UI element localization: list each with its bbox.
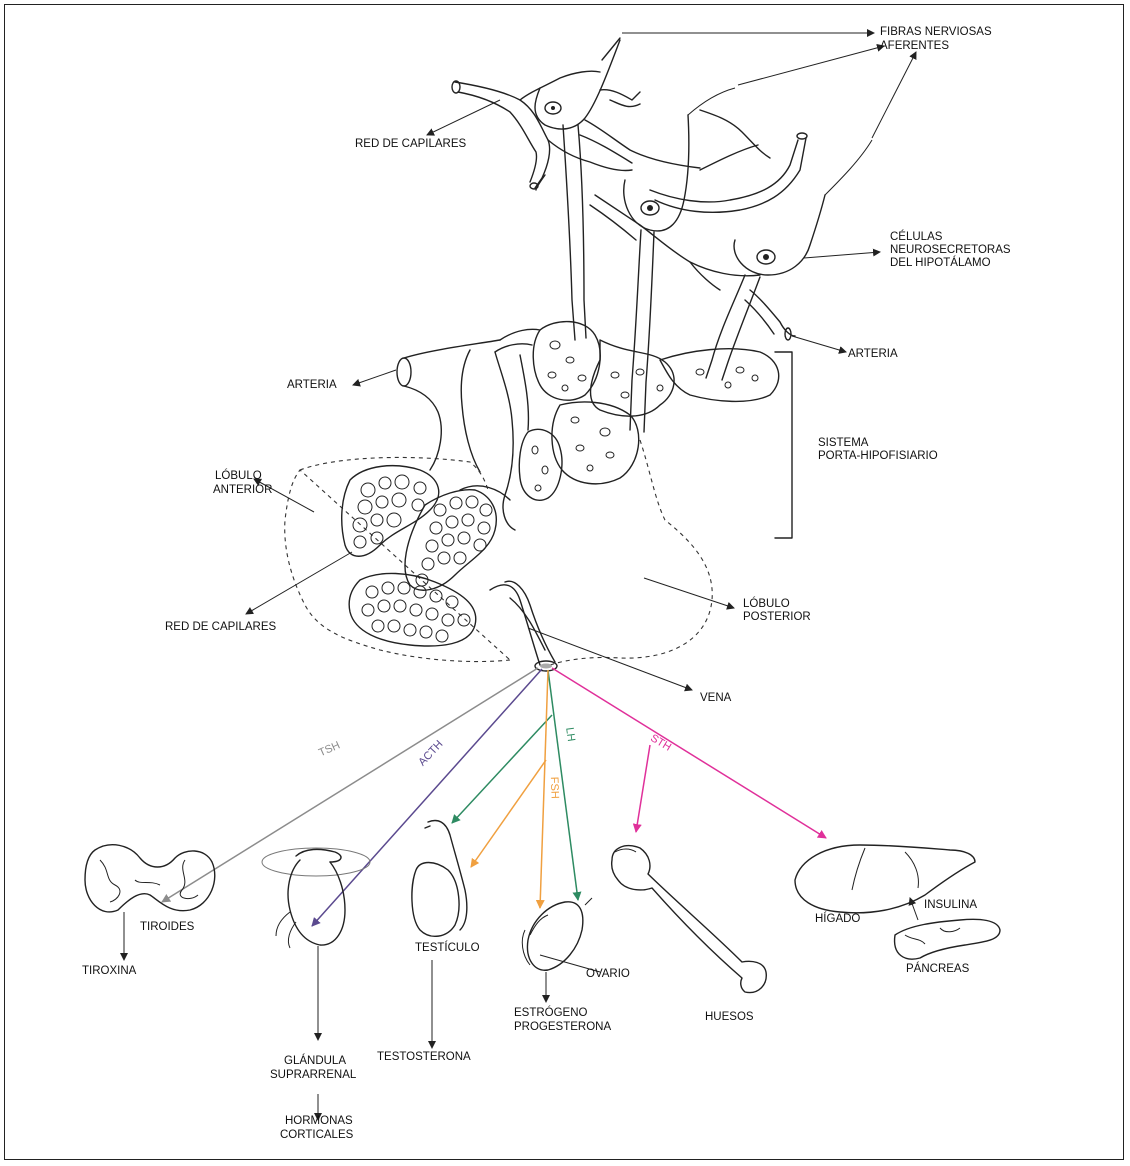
hypothalamus-capillary-network — [452, 71, 807, 340]
label-red-capilares-bottom: RED DE CAPILARES — [165, 621, 277, 633]
label-sistema-1: SISTEMA — [818, 437, 869, 449]
label-celulas-3: DEL HIPOTÁLAMO — [890, 256, 991, 269]
fsh-branch-arrow — [471, 760, 546, 867]
label-glandula-1: GLÁNDULA — [284, 1054, 346, 1067]
label-testiculo: TESTÍCULO — [415, 941, 480, 954]
label-lobulo-anterior-1: LÓBULO — [215, 469, 262, 482]
label-hormonas-2: CORTICALES — [280, 1129, 354, 1141]
portal-system-bracket — [775, 352, 792, 538]
left-artery-vessel — [397, 340, 528, 530]
label-estrogeno-2: PROGESTERONA — [514, 1021, 611, 1033]
tsh-label: TSH — [317, 739, 342, 759]
lh-branch-arrow — [452, 715, 552, 823]
label-arteria-right: ARTERIA — [848, 348, 898, 360]
label-higado: HÍGADO — [815, 912, 860, 925]
label-vena: VENA — [700, 692, 732, 704]
label-celulas-2: NEUROSECRETORAS — [890, 244, 1011, 256]
label-lobulo-anterior-2: ANTERIOR — [213, 484, 272, 496]
label-tiroides: TIROIDES — [140, 921, 195, 933]
tsh-arrow — [162, 668, 538, 902]
label-fibras-2: AFERENTES — [880, 40, 949, 52]
sth-arrow — [552, 668, 826, 838]
bone-illustration — [612, 846, 767, 993]
vena-vessel — [490, 581, 557, 671]
label-estrogeno-1: ESTRÓGENO — [514, 1006, 588, 1019]
sth-label: STH — [648, 732, 673, 754]
acth-arrow — [312, 669, 542, 926]
testis-illustration — [412, 821, 467, 1048]
sth-branch-arrow — [636, 745, 650, 832]
hormone-arrows — [162, 668, 826, 926]
portal-system-lobes — [495, 322, 779, 501]
thyroid-illustration — [85, 845, 215, 960]
label-ovario: OVARIO — [586, 968, 630, 980]
fsh-arrow — [540, 670, 548, 908]
label-pancreas: PÁNCREAS — [906, 962, 970, 975]
label-arteria-left: ARTERIA — [287, 379, 337, 391]
fsh-label: FSH — [548, 777, 561, 799]
label-arrows — [246, 33, 916, 690]
label-huesos: HUESOS — [705, 1011, 754, 1023]
label-tiroxina: TIROXINA — [82, 965, 137, 977]
anterior-lobe-tissue — [342, 466, 510, 646]
label-celulas-1: CÉLULAS — [890, 230, 943, 243]
label-lobulo-posterior-1: LÓBULO — [743, 597, 790, 610]
label-hormonas-1: HORMONAS — [285, 1115, 353, 1127]
label-red-capilares-top: RED DE CAPILARES — [355, 138, 467, 150]
label-testosterona: TESTOSTERONA — [377, 1051, 471, 1063]
label-glandula-2: SUPRARRENAL — [270, 1069, 357, 1081]
lh-label: LH — [563, 727, 577, 743]
acth-label: ACTH — [416, 738, 445, 768]
ovary-illustration — [522, 898, 600, 1002]
label-insulina: INSULINA — [924, 899, 977, 911]
label-lobulo-posterior-2: POSTERIOR — [743, 611, 811, 623]
label-fibras-1: FIBRAS NERVIOSAS — [880, 26, 992, 38]
label-sistema-2: PORTA-HIPOFISIARIO — [818, 450, 938, 462]
